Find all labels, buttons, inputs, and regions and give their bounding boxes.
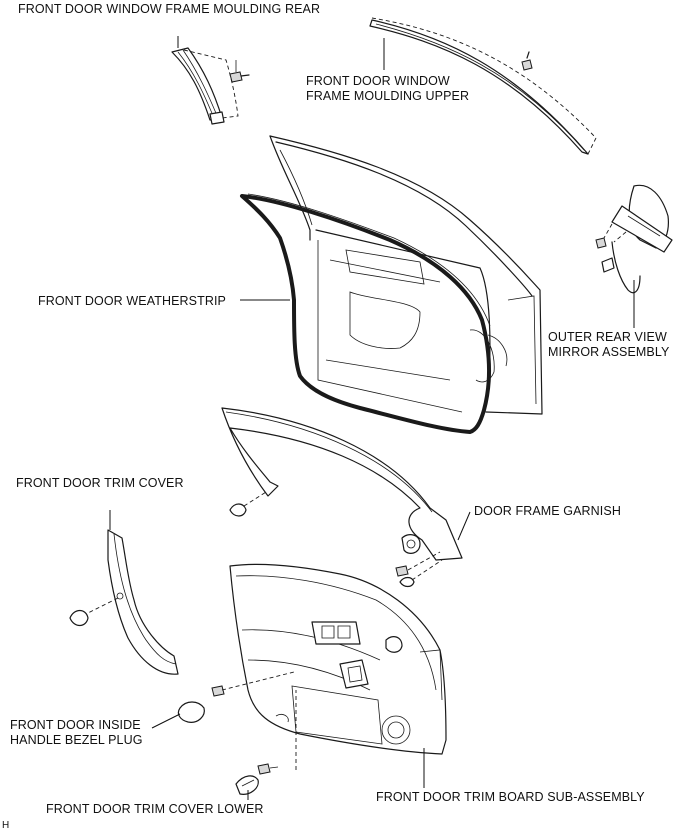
- door-frame-garnish: [221, 407, 463, 561]
- outer-mirror-assembly: [601, 184, 673, 294]
- door-panel: [269, 135, 543, 415]
- label-text-line-2: FRAME MOULDING UPPER: [306, 89, 470, 103]
- door-weatherstrip: [240, 193, 492, 434]
- label-text: FRONT DOOR TRIM COVER: [16, 476, 184, 490]
- clip-icon: [69, 609, 89, 627]
- label-text-line-1: OUTER REAR VIEW: [548, 330, 667, 344]
- label-text: FRONT DOOR WEATHERSTRIP: [38, 294, 226, 308]
- label-text: DOOR FRAME GARNISH: [474, 504, 621, 518]
- screw-icon: [257, 690, 297, 775]
- corner-mark-text: H: [2, 820, 10, 831]
- window-frame-moulding-rear: [171, 47, 239, 125]
- label-text-line-2: MIRROR ASSEMBLY: [548, 345, 670, 359]
- label-text: FRONT DOOR WINDOW FRAME MOULDING REAR: [18, 2, 321, 16]
- screw-icon: [229, 60, 250, 83]
- bolt-icon: [211, 671, 295, 697]
- label-text: FRONT DOOR TRIM BOARD SUB-ASSEMBLY: [376, 790, 645, 804]
- label-window-frame-moulding-upper: FRONT DOOR WINDOW FRAME MOULDING UPPER: [306, 74, 469, 104]
- label-text-line-1: FRONT DOOR INSIDE: [10, 718, 141, 732]
- label-door-frame-garnish: DOOR FRAME GARNISH: [474, 504, 621, 519]
- clip-icon: [521, 51, 533, 71]
- bolt-icon: [595, 237, 607, 249]
- label-door-weatherstrip: FRONT DOOR WEATHERSTRIP: [38, 294, 226, 309]
- window-frame-moulding-upper: [369, 17, 597, 155]
- label-text: FRONT DOOR TRIM COVER LOWER: [46, 802, 264, 816]
- front-door-trim-cover-lower: [235, 775, 259, 795]
- bolt-icon: [395, 551, 443, 588]
- label-text-line-2: HANDLE BEZEL PLUG: [10, 733, 143, 747]
- label-outer-mirror-assembly: OUTER REAR VIEW MIRROR ASSEMBLY: [548, 330, 669, 360]
- label-window-frame-moulding-rear: FRONT DOOR WINDOW FRAME MOULDING REAR: [18, 2, 320, 17]
- leader-lines: [151, 36, 635, 800]
- corner-mark: H: [2, 818, 9, 833]
- front-door-trim-cover: [85, 510, 179, 675]
- label-front-door-trim-cover-lower: FRONT DOOR TRIM COVER LOWER: [46, 802, 264, 817]
- clip-icon: [229, 491, 267, 517]
- label-front-door-trim-cover: FRONT DOOR TRIM COVER: [16, 476, 184, 491]
- label-inside-handle-bezel-plug: FRONT DOOR INSIDE HANDLE BEZEL PLUG: [10, 718, 143, 748]
- front-door-trim-board: [229, 563, 447, 755]
- label-text-line-1: FRONT DOOR WINDOW: [306, 74, 450, 88]
- inside-handle-bezel-plug: [177, 701, 205, 723]
- label-front-door-trim-board: FRONT DOOR TRIM BOARD SUB-ASSEMBLY: [376, 790, 645, 805]
